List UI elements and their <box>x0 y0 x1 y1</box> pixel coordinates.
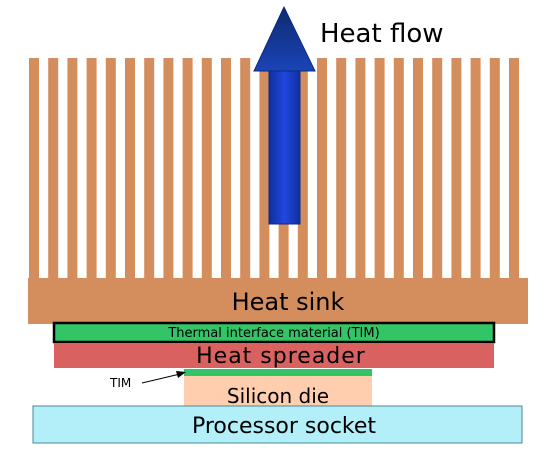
heat-spreader-label: Heat spreader <box>196 344 366 369</box>
silicon-die <box>184 376 372 406</box>
heat-sink-fin <box>413 58 423 279</box>
pointer-arrow-icon <box>141 371 186 384</box>
heat-sink-fin <box>470 58 481 279</box>
heat-sink-fin <box>489 58 500 279</box>
heat-sink-fin <box>240 58 251 279</box>
heat-sink-fin <box>259 58 270 279</box>
heat-sink-fin <box>509 58 519 279</box>
heat-sink-fin <box>221 58 231 279</box>
heat-sink-fin <box>374 58 385 279</box>
heat-sink-fin <box>163 58 174 279</box>
heat-sink-fin <box>432 58 443 279</box>
tim-layer <box>52 321 496 344</box>
heat-sink-label: Heat sink <box>232 288 345 316</box>
heat-sink-fin <box>393 58 404 279</box>
heat-sink-fin <box>144 58 155 279</box>
heat-sink-fin <box>297 58 308 279</box>
heat-sink-fin <box>201 58 212 279</box>
heat-sink-fin <box>125 58 135 279</box>
heat-spreader <box>54 343 494 368</box>
heat-flow-label: Heat flow <box>320 19 444 49</box>
heat-sink-fin <box>29 58 39 279</box>
heat-sink-fin <box>355 58 366 279</box>
heat-sink-fin <box>67 58 78 279</box>
up-arrow-icon <box>253 5 316 225</box>
heat-sink-fin <box>182 58 193 279</box>
heat-sink-base <box>28 278 528 324</box>
tim-label: Thermal interface material (TIM) <box>167 326 379 341</box>
heat-sink-fin <box>86 58 97 279</box>
heat-sink-fin <box>336 58 347 279</box>
processor-socket-label: Processor socket <box>192 414 376 439</box>
processor-socket <box>32 405 523 444</box>
tim-pointer-label: TIM <box>109 376 131 390</box>
heat-sink-fin <box>451 58 462 279</box>
tim-strip <box>184 369 372 376</box>
heat-sink-fin <box>317 58 327 279</box>
silicon-die-label: Silicon die <box>227 384 329 408</box>
heat-sink-fin <box>48 58 59 279</box>
heat-sink-fin <box>105 58 116 279</box>
